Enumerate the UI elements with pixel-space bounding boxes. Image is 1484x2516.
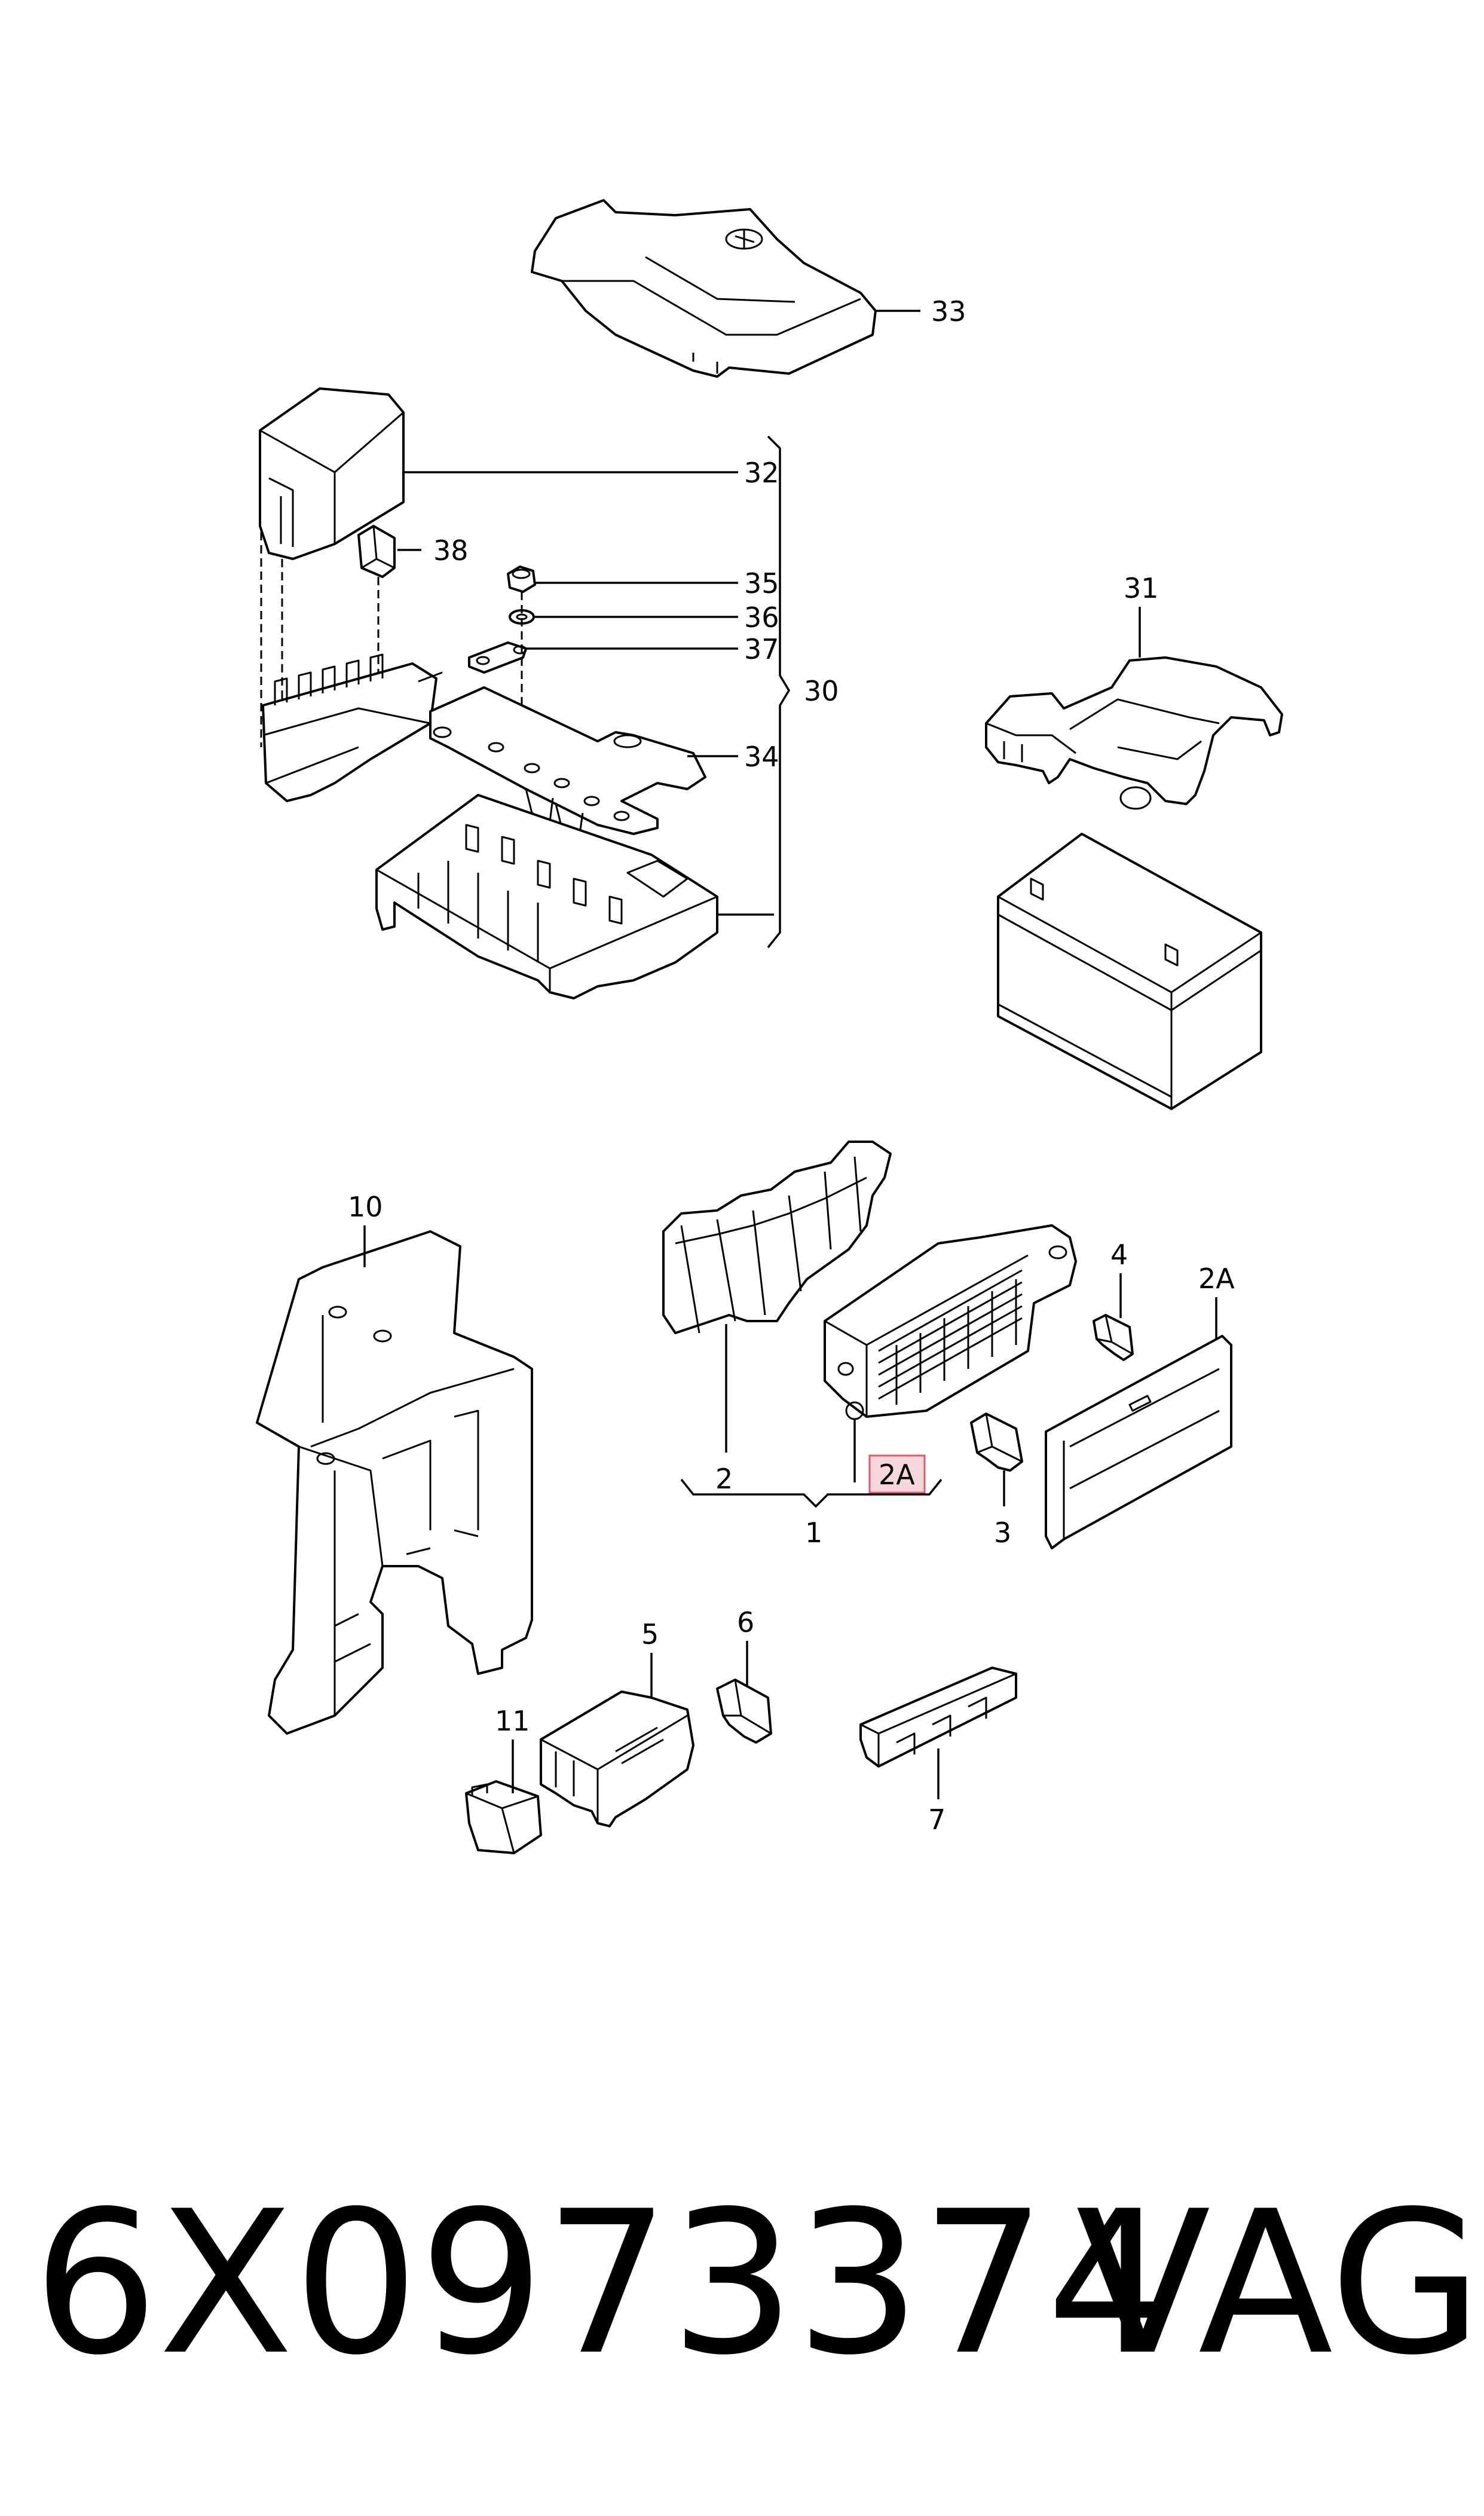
part-34-busbar <box>429 686 706 835</box>
part-7-strip <box>859 1667 1017 1768</box>
callout-6: 6 <box>737 1606 754 1638</box>
part-2a-cover-plate <box>1045 1335 1232 1549</box>
callout-2a-highlight <box>868 1454 926 1494</box>
part-5-relay-holder <box>540 1690 694 1827</box>
callout-1: 1 <box>805 1517 822 1549</box>
part-2a-fuse-carrier <box>824 1224 1077 1420</box>
callout-35: 35 <box>744 567 779 600</box>
part-number: 6X0973374 <box>33 2169 1172 2398</box>
part-11-relay <box>465 1780 542 1854</box>
part-3-fuse <box>970 1413 1023 1472</box>
group-1-bracket <box>680 1478 943 1508</box>
callout-2a: 2A <box>1198 1262 1235 1295</box>
part-31-holder <box>985 656 1283 810</box>
callout-10: 10 <box>348 1191 383 1223</box>
callout-33: 33 <box>931 295 966 328</box>
callout-31: 31 <box>1124 572 1159 604</box>
part-2-comb-cover <box>662 1141 892 1334</box>
part-10-bracket <box>256 1230 533 1735</box>
callout-3: 3 <box>994 1517 1011 1549</box>
battery <box>997 833 1262 1110</box>
callout-37: 37 <box>744 633 779 665</box>
assembly-30-bracket <box>767 435 791 949</box>
part-4-fuse <box>1093 1314 1134 1361</box>
part-38-fuse <box>357 525 396 578</box>
callout-32: 32 <box>744 457 779 489</box>
part-32-cover-box <box>259 387 405 560</box>
callout-2: 2 <box>715 1463 733 1495</box>
callout-4: 4 <box>1110 1239 1128 1271</box>
callout-5: 5 <box>641 1618 659 1650</box>
part-6-fuse <box>716 1679 772 1744</box>
fuse-base-box <box>375 794 718 999</box>
callout-34: 34 <box>744 741 779 773</box>
fuse-holder-comb <box>262 653 443 802</box>
callout-38: 38 <box>433 534 469 567</box>
callout-2a-highlighted: 2A <box>879 1459 915 1491</box>
callout-7: 7 <box>928 1803 946 1836</box>
part-37-plate <box>468 641 527 674</box>
part-33-cover <box>531 199 877 378</box>
callout-36: 36 <box>744 601 779 634</box>
part-35-nut <box>507 565 536 593</box>
callout-30: 30 <box>804 675 839 707</box>
brand-label: VAG <box>1076 2169 1483 2398</box>
callout-11: 11 <box>495 1705 530 1737</box>
